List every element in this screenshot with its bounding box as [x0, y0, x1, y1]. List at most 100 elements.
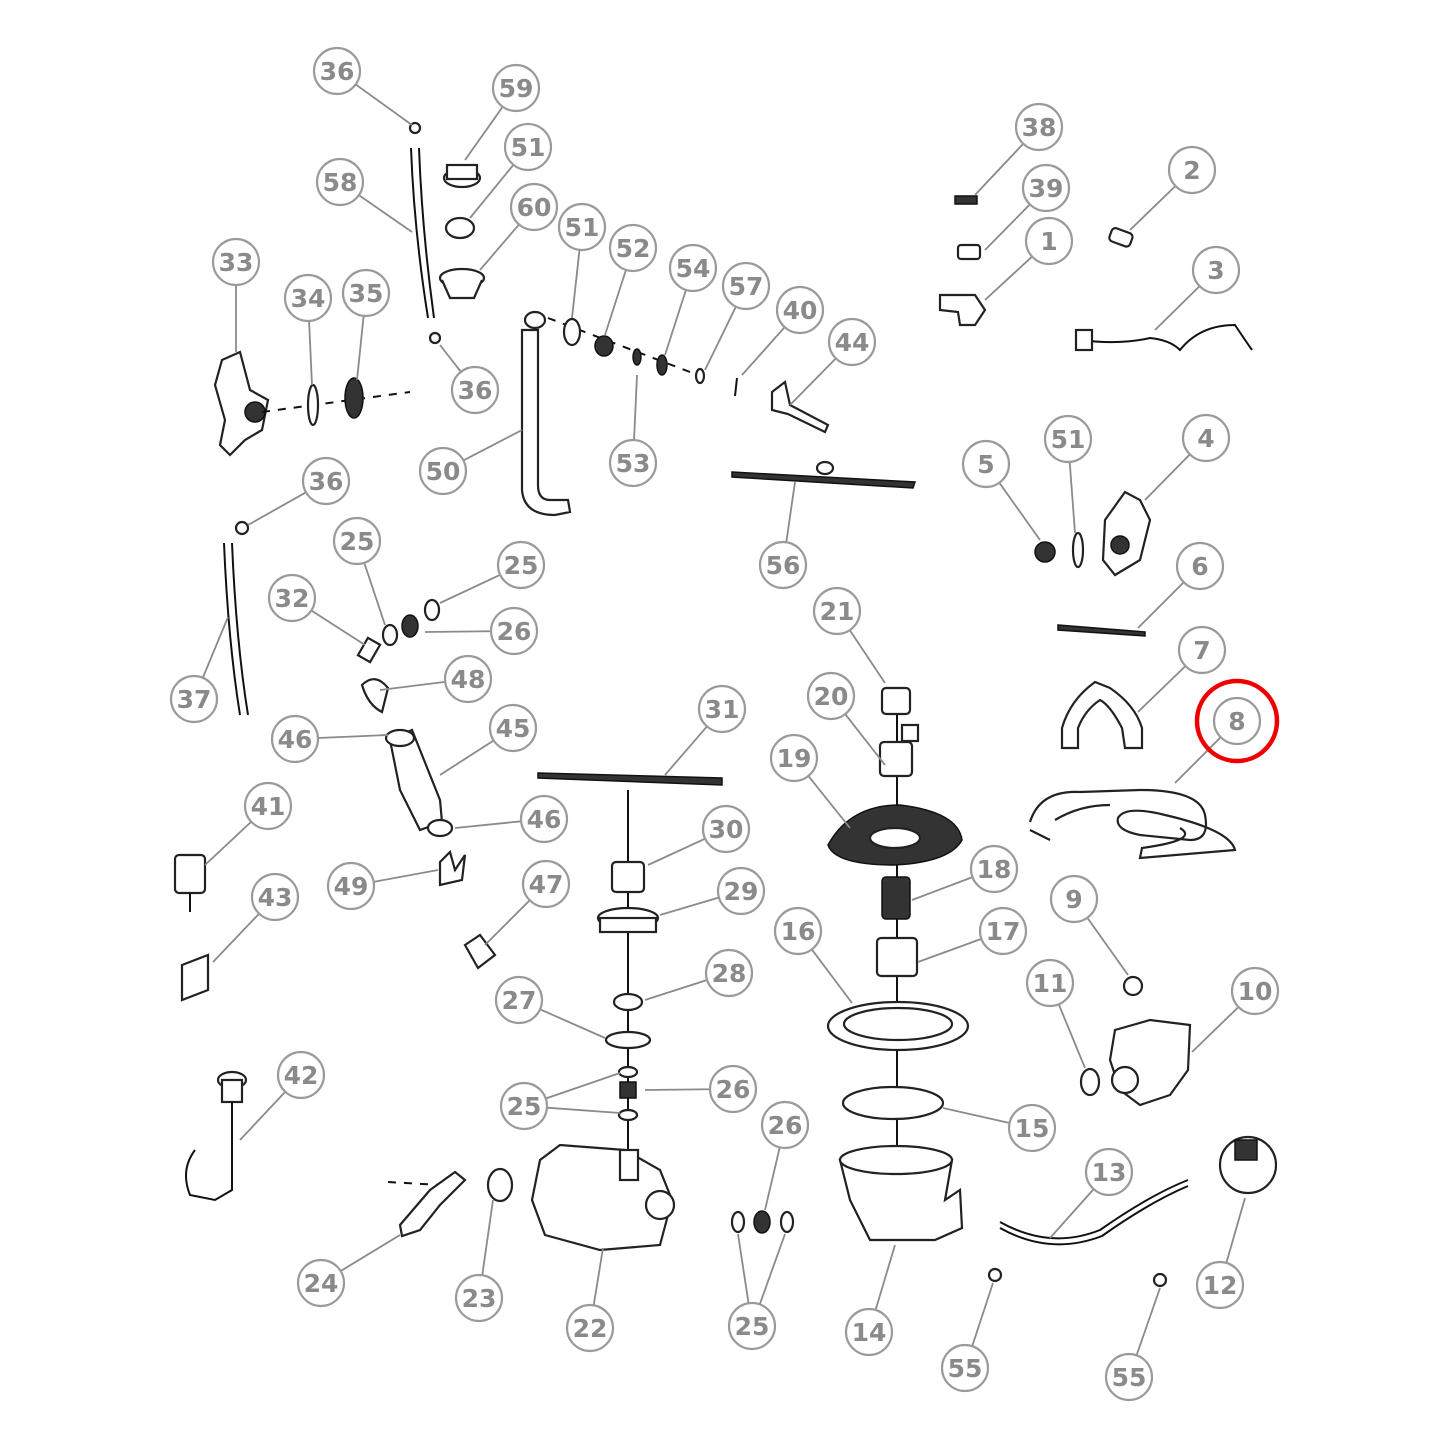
- leader-line: [659, 896, 720, 916]
- callout-label: 57: [729, 272, 764, 301]
- callout-circle: [1167, 145, 1217, 195]
- callout-label: 11: [1033, 969, 1068, 998]
- callout-circle: [341, 268, 391, 318]
- callout-circle: [1014, 102, 1064, 152]
- callout-label: 30: [709, 815, 744, 844]
- callout-24: 24: [296, 1234, 401, 1308]
- part-clamp-36a: [408, 121, 422, 135]
- callout-3: 3: [1154, 245, 1241, 331]
- part-oring-51a: [444, 216, 476, 240]
- leader-line: [545, 1072, 621, 1100]
- callout-14: 14: [844, 1244, 896, 1357]
- leader-line: [1174, 736, 1222, 784]
- leader-line: [424, 630, 492, 633]
- callout-label: 14: [852, 1318, 887, 1347]
- callout-circle: [296, 1258, 346, 1308]
- leader-line: [844, 713, 886, 766]
- part-bracket-33: [213, 350, 270, 457]
- callout-circle: [760, 1100, 810, 1150]
- part-oring-25b: [423, 598, 441, 622]
- part-clamp-55a: [987, 1267, 1003, 1283]
- callout-circle: [769, 733, 819, 783]
- callout-55: 55: [940, 1282, 994, 1393]
- callout-circle: [1084, 1147, 1134, 1197]
- callout-16: 16: [773, 906, 853, 1004]
- callout-label: 40: [783, 296, 818, 325]
- callout-circle: [978, 906, 1028, 956]
- leader-line: [1137, 581, 1185, 629]
- callout-label: 42: [284, 1061, 319, 1090]
- callout-circle: [1104, 1352, 1154, 1402]
- callout-12: 12: [1195, 1197, 1246, 1310]
- leader-line: [971, 1282, 994, 1347]
- leader-line: [789, 357, 837, 406]
- callout-label: 51: [565, 213, 600, 242]
- leader-line: [764, 1147, 781, 1211]
- callout-25: 25: [332, 516, 386, 626]
- callout-46: 46: [454, 794, 569, 844]
- part-spray-arm-56: [731, 460, 917, 489]
- part-filter-18: [881, 876, 911, 920]
- callout-18: 18: [911, 844, 1019, 901]
- part-valve-41: [173, 853, 207, 912]
- leader-line: [647, 837, 706, 866]
- callout-53: 53: [608, 374, 658, 488]
- callout-label: 9: [1065, 885, 1082, 914]
- callout-7: 7: [1137, 625, 1227, 713]
- leader-line: [439, 739, 495, 776]
- part-oring-51b: [562, 317, 582, 347]
- callout-label: 35: [349, 279, 384, 308]
- callout-label: 55: [948, 1354, 983, 1383]
- callout-label: 12: [1203, 1271, 1238, 1300]
- callout-circle: [489, 606, 539, 656]
- part-nut-35: [344, 377, 364, 419]
- callout-25: 25: [727, 1233, 786, 1351]
- callout-circle: [1230, 966, 1280, 1016]
- callout-10: 10: [1191, 966, 1280, 1053]
- callout-circle: [697, 684, 747, 734]
- callout-circle: [565, 1303, 615, 1353]
- part-oring-25a: [381, 623, 399, 647]
- callout-label: 59: [499, 74, 534, 103]
- callout-circle: [773, 906, 823, 956]
- leader-line: [1154, 285, 1201, 331]
- callout-label: 46: [527, 805, 562, 834]
- leader-line: [317, 734, 389, 739]
- part-bracket-24: [398, 1170, 467, 1238]
- callout-label: 20: [814, 682, 849, 711]
- callout-8: 8: [1174, 678, 1280, 784]
- callout-circle: [211, 237, 261, 287]
- callout-42: 42: [239, 1050, 326, 1141]
- part-hose-13: [999, 1179, 1189, 1246]
- part-seal-15: [841, 1085, 945, 1121]
- leader-line: [917, 938, 982, 963]
- callout-circle: [557, 202, 607, 252]
- leader-line: [664, 289, 687, 356]
- part-filter-19: [827, 804, 963, 866]
- callout-4: 4: [1144, 413, 1231, 501]
- callout-circle: [668, 243, 718, 293]
- part-arm-44: [770, 380, 830, 434]
- callout-circle: [1024, 216, 1074, 266]
- callout-circle: [1191, 245, 1241, 295]
- callout-circle: [608, 438, 658, 488]
- leader-line: [758, 1233, 786, 1305]
- callout-circle: [250, 872, 300, 922]
- leader-line: [363, 562, 386, 626]
- callout-circle: [721, 261, 771, 311]
- part-pump-4: [1101, 490, 1152, 577]
- callout-circle: [806, 671, 856, 721]
- leader-line: [807, 775, 851, 829]
- callout-57: 57: [704, 261, 771, 371]
- callout-22: 22: [565, 1247, 615, 1353]
- callout-30: 30: [647, 804, 751, 866]
- callout-circle: [844, 1307, 894, 1357]
- leader-line: [464, 106, 504, 161]
- callout-label: 25: [735, 1312, 770, 1341]
- callout-circle: [1177, 625, 1227, 675]
- callout-label: 19: [777, 744, 812, 773]
- leader-line: [644, 979, 708, 1001]
- callout-label: 6: [1191, 552, 1208, 581]
- leader-line: [204, 821, 252, 866]
- callout-circle: [940, 1343, 990, 1393]
